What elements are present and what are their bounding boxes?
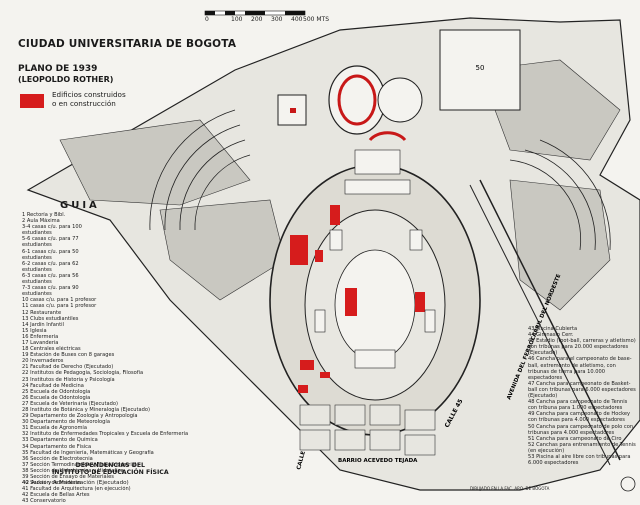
guide-item: 30 Departamento de Meteorología [22, 419, 110, 426]
right-legend-item: 52 Canchas para entrenamiento de Tennis … [528, 441, 636, 454]
guide-item: 38 Sección de Hidrotécnica y Hidráulica [22, 467, 124, 474]
guide-item: 31 Escuela de Agronomía [22, 425, 87, 432]
guide-item: 29 Departamento de Zoología y Antropolog… [22, 413, 138, 420]
street-label-barrio: BARRIO ACEVEDO TEJADA [338, 458, 418, 464]
guide-item: 2 Aula Máxima [22, 218, 60, 225]
guide-item: 41 Facultad de Arquitectura (en ejecució… [22, 486, 131, 493]
guide-item: 34 Departamento de Física [22, 443, 92, 450]
scale-tick-100: 100 [231, 16, 243, 23]
dependencias-title: DEPENDENCIAS DEL INSTITUTO DE EDUCACIÓN … [52, 462, 169, 476]
guide-item: estudiantes [22, 254, 52, 261]
stadium [328, 65, 423, 142]
guide-item: 6-1 casas c/u. para 50 [22, 248, 79, 255]
guide-item: 21 Facultad de Derecho (Ejecutado) [22, 364, 114, 371]
guide-item: 25 Escuela de Odontología [22, 388, 91, 395]
guide-item: 39 Sección de Ensayo de Materiales [22, 474, 114, 481]
dependencias-item: 42 Aulas y Administración (Ejecutado) [22, 480, 129, 486]
right-legend-item: 51 Cancha para campeonato de Ciro [528, 435, 622, 442]
street-grid [299, 404, 436, 456]
guide-item: estudiantes [22, 242, 52, 249]
street-label-calle-small: CALLE [296, 450, 307, 470]
guide-item: 15 Iglesia [22, 327, 47, 334]
guide-item: 20 Invernaderos [22, 358, 64, 365]
scale-tick-300: 300 [271, 16, 283, 23]
right-legend-item: 47 Cancha para campeonato de Basket-ball… [528, 380, 636, 400]
campus-buildings [314, 149, 436, 369]
right-legend-item: 53 Piscina al aire libre con tribunas pa… [528, 453, 631, 467]
plan-year-title: PLANO DE 1939 [18, 64, 98, 74]
guide-item: 13 Clubs estudiantiles [22, 315, 79, 322]
guide-item: estudiantes [22, 291, 52, 298]
plan-author: (LEOPOLDO ROTHER) [18, 75, 114, 84]
guide-item: 43 Conservatorio [22, 498, 66, 505]
right-legend-item: 46 Cancha para el campeonato de base-bal… [528, 356, 632, 381]
guide-item: 37 Sección Termodinámica y Física Indust… [22, 461, 137, 468]
guide-item: 42 Escuela de Bellas Artes [22, 492, 90, 499]
guide-item: 19 Estación de Buses con 8 garages [22, 352, 115, 359]
right-legend-item: 45 Estadio (foot-ball, carreras y atleti… [528, 338, 636, 357]
guide-item: 18 Centrales eléctricas [22, 346, 81, 353]
guide-item: 33 Departamento de Química [22, 437, 98, 444]
scale-tick-400: 400 [291, 16, 303, 23]
guide-item: 22 Institutos de Pedagogía, Sociología, … [22, 370, 144, 377]
guide-heading: GUIA [60, 200, 100, 211]
green-areas [59, 59, 621, 311]
constructed-buildings [290, 205, 425, 393]
guide-item: 7-3 casas c/u. para 90 [22, 285, 79, 292]
guide-item: 40 Sección de Maderas [22, 480, 82, 487]
scale-tick-0: 0 [205, 16, 209, 23]
right-legend-item: 49 Cancha para campeonato de Hockey con … [528, 411, 631, 424]
footnote: DIBUJADO EN LA FAC. ARQ. DE BOGOTA [470, 486, 550, 491]
guide-item: 1 Rectoría y Bibl. [22, 212, 66, 218]
railway-avenue [479, 179, 621, 461]
guide-item: 23 Institutos de Historia y Psicología [22, 376, 115, 383]
guide-item: 10 casas c/u. para 1 profesor [22, 297, 97, 304]
right-legend-item: 44 Gimnasio Cerr. [528, 332, 574, 339]
seal-icon [620, 476, 636, 492]
legend-text: Edificios construidos o en construcción [52, 90, 126, 108]
guide-item: estudiantes [22, 230, 52, 237]
map-title: CIUDAD UNIVERSITARIA DE BOGOTA [18, 38, 237, 50]
guide-item: 26 Escuela de Odontología [22, 394, 91, 401]
guide-item: 32 Instituto de Enfermedades Tropicales … [22, 431, 189, 438]
right-amphitheater-housing [509, 139, 611, 251]
guide-item: 28 Instituto de Botánica y Mineralogía (… [22, 407, 150, 413]
right-legend-item: 50 Cancha para campeonato de polo con tr… [528, 423, 634, 436]
guide-item: estudiantes [22, 279, 52, 286]
guide-item: 27 Escuela de Veterinaria (Ejecutado) [22, 400, 118, 407]
scale-tick-200: 200 [251, 16, 263, 23]
right-legend-item: 43 Piscina Cubierta [528, 326, 578, 332]
legend-constructed-swatch [20, 94, 44, 108]
guide-item: 24 Facultad de Medicina [22, 382, 84, 389]
scale-bar [204, 10, 306, 16]
left-amphitheater-housing [149, 109, 251, 231]
guide-item: 36 Sección de Electrotecnia [22, 455, 93, 462]
guide-item: 16 Enfermería [22, 333, 59, 340]
guide-item: 35 Facultad de Ingeniería, Matemáticas y… [22, 449, 154, 456]
guide-item: 5-6 casas c/u. para 77 [22, 236, 79, 243]
guide-item: estudiantes [22, 266, 52, 273]
scale-tick-500: 500 MTS [303, 16, 330, 23]
guide-item: 17 Lavandería [22, 339, 59, 346]
right-legend-item: 48 Cancha para campeonato de Tennis con … [528, 399, 628, 412]
guide-item: 6-2 casas c/u. para 62 [22, 260, 79, 267]
guide-item: 12 Restaurante [22, 309, 62, 316]
label-50: 50 [476, 64, 485, 72]
sports-field-50 [439, 29, 521, 111]
guide-item: 14 Jardín Infantil [22, 321, 64, 328]
guide-item: 11 casas c/u. para 1 profesor [22, 303, 97, 310]
guide-item: 6-3 casas c/u. para 56 [22, 272, 79, 279]
guide-item: 3-4 casas c/u. para 100 [22, 224, 82, 231]
